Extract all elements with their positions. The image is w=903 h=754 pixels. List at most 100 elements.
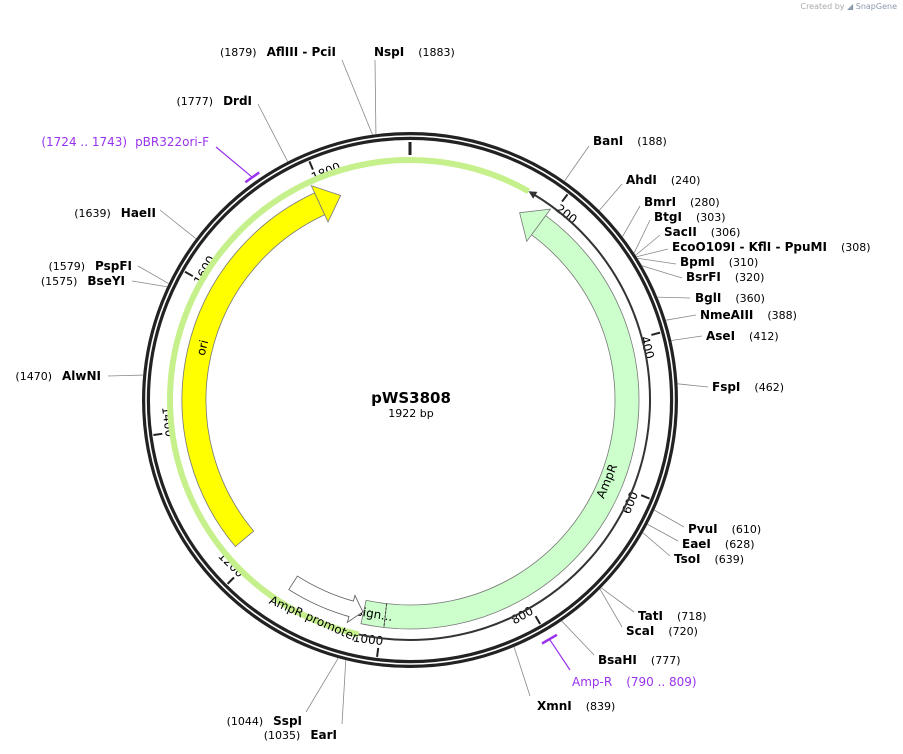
enzyme-connector	[647, 523, 679, 542]
enzyme-name: BglI	[695, 291, 721, 305]
enzyme-connector	[374, 59, 377, 135]
enzyme-site[interactable]: (1579)PspFI	[48, 259, 132, 273]
enzyme-connector	[641, 265, 683, 279]
enzyme-connector	[107, 374, 144, 377]
enzyme-site[interactable]: (1470)AlwNI	[15, 369, 101, 383]
enzyme-name: EcoO109I - KflI - PpuMI	[672, 240, 827, 254]
enzyme-site[interactable]: (1879)AflIII - PciI	[220, 45, 336, 59]
enzyme-name: AflIII - PciI	[267, 45, 336, 59]
enzyme-name: TsoI	[674, 552, 700, 566]
enzyme-position: (720)	[668, 625, 698, 638]
enzyme-site[interactable]: (1044)SspI	[227, 714, 302, 728]
enzyme-site[interactable]: AseI(412)	[706, 329, 779, 343]
enzyme-site[interactable]: EaeI(628)	[682, 537, 755, 551]
enzyme-connector	[677, 383, 709, 388]
primer-label[interactable]: (1724 .. 1743)pBR322ori-F	[41, 135, 209, 149]
enzyme-name: AseI	[706, 329, 735, 343]
enzyme-position: (628)	[725, 538, 755, 551]
feature-ampr-arrowhead[interactable]	[519, 208, 552, 243]
feature-ori-label: ori	[194, 338, 211, 357]
enzyme-name: TatI	[638, 609, 663, 623]
enzyme-position: (360)	[735, 292, 765, 305]
enzyme-site[interactable]: BsaHI(777)	[598, 653, 681, 667]
enzyme-site[interactable]: AhdI(240)	[626, 173, 700, 187]
enzyme-connector	[599, 183, 623, 211]
enzyme-site[interactable]: XmnI (839)	[537, 699, 615, 713]
primer-label[interactable]: Amp-R(790 .. 809)	[572, 675, 697, 689]
tick-mark	[376, 647, 380, 658]
enzyme-position: (718)	[677, 610, 707, 623]
primer-mark[interactable]	[541, 633, 558, 645]
snapgene-logo: ◢	[847, 2, 854, 11]
enzyme-name: ScaI	[626, 624, 654, 638]
enzyme-connector	[665, 314, 697, 321]
enzyme-connector	[513, 646, 531, 697]
enzyme-connector	[159, 209, 197, 240]
tick-mark	[640, 494, 650, 500]
enzyme-name: PvuI	[688, 522, 718, 536]
enzyme-site[interactable]: SacII(306)	[664, 225, 740, 239]
enzyme-site[interactable]: BanI(188)	[593, 134, 667, 148]
enzyme-position: (1579)	[48, 260, 85, 273]
enzyme-site[interactable]: TatI (718)	[638, 609, 707, 623]
enzyme-connector	[642, 532, 671, 557]
enzyme-name: BanI	[593, 134, 623, 148]
enzyme-position: (1575)	[41, 275, 78, 288]
enzyme-site[interactable]: FspI(462)	[712, 380, 784, 394]
enzyme-name: BsaHI	[598, 653, 637, 667]
enzyme-position: (306)	[711, 226, 741, 239]
enzyme-position: (310)	[729, 256, 759, 269]
enzyme-connector	[633, 219, 651, 254]
enzyme-site[interactable]: (1639)HaeII	[74, 206, 156, 220]
enzyme-site[interactable]: BglI (360)	[695, 291, 765, 305]
primer-connector	[549, 638, 571, 671]
enzyme-site[interactable]: (1575)BseYI	[41, 274, 125, 288]
feature-ori-arrowhead[interactable]	[310, 184, 342, 223]
plasmid-name: pWS3808	[371, 389, 451, 407]
enzyme-site[interactable]: ScaI (720)	[626, 624, 698, 638]
enzyme-connector	[600, 587, 635, 613]
enzyme-position: (303)	[696, 211, 726, 224]
watermark-prefix: Created by	[800, 2, 845, 11]
enzyme-site[interactable]: EcoO109I - KflI - PpuMI(308)	[672, 240, 871, 254]
tick-mark	[651, 331, 661, 336]
enzyme-site[interactable]: TsoI(639)	[674, 552, 744, 566]
enzyme-site[interactable]: NmeAIII (388)	[700, 308, 797, 322]
enzyme-name: SspI	[273, 714, 302, 728]
enzyme-name: DrdI	[223, 94, 252, 108]
feature-ampr-promoter[interactable]	[288, 575, 364, 624]
enzyme-position: (320)	[735, 271, 765, 284]
feature-signal-sequence[interactable]	[360, 599, 388, 628]
watermark-brand: SnapGene	[855, 2, 897, 11]
enzyme-site[interactable]: NspI (1883)	[374, 45, 455, 59]
enzyme-site[interactable]: (1035)EarI	[264, 728, 337, 742]
feature-ampr[interactable]	[383, 214, 640, 630]
enzyme-site[interactable]: (1777) DrdI	[176, 94, 252, 108]
enzyme-name: BpmI	[680, 255, 715, 269]
enzyme-site[interactable]: BtgI(303)	[654, 210, 726, 224]
enzyme-site[interactable]: BmrI(280)	[644, 195, 720, 209]
backbone-gap	[145, 135, 675, 665]
enzyme-name: NmeAIII	[700, 308, 753, 322]
enzyme-position: (839)	[586, 700, 616, 713]
enzyme-position: (1883)	[418, 46, 455, 59]
enzyme-position: (1470)	[15, 370, 52, 383]
primer-name: Amp-R	[572, 675, 612, 689]
enzyme-position: (388)	[767, 309, 797, 322]
enzyme-position: (1777)	[176, 95, 213, 108]
enzyme-connector	[622, 205, 641, 237]
tick-mark	[308, 160, 314, 171]
enzyme-name: BsrFI	[686, 270, 721, 284]
enzyme-site[interactable]: PvuI(610)	[688, 522, 761, 536]
orf-arrowhead	[528, 191, 538, 199]
enzyme-site[interactable]: BpmI (310)	[680, 255, 758, 269]
enzyme-site[interactable]: BsrFI (320)	[686, 270, 764, 284]
feature-ori[interactable]	[181, 192, 326, 548]
enzyme-connector	[671, 335, 703, 341]
enzyme-name: HaeII	[121, 206, 156, 220]
enzyme-connector	[635, 234, 661, 256]
enzyme-name: XmnI	[537, 699, 572, 713]
primer-mark[interactable]	[244, 171, 260, 184]
enzyme-name: NspI	[374, 45, 404, 59]
